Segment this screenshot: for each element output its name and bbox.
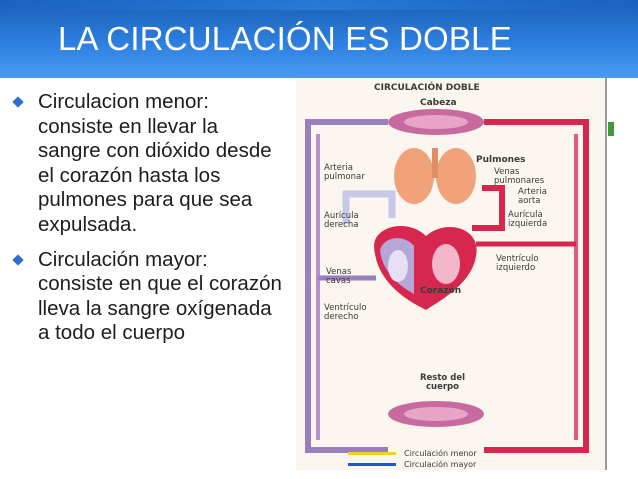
slide-header: LA CIRCULACIÓN ES DOBLE: [0, 0, 638, 78]
left-atrium-label-1: Aurícula: [508, 210, 543, 220]
slide-title: LA CIRCULACIÓN ES DOBLE: [58, 20, 512, 57]
legend-label-pulmonary: Circulación menor: [404, 448, 477, 458]
left-ventricle-label-2: izquierdo: [496, 263, 535, 273]
right-lung: [436, 148, 476, 204]
rest-of-body-label-2: cuerpo: [426, 382, 459, 392]
left-atrium-label-2: izquierda: [508, 219, 547, 229]
head-capillaries-inner: [404, 115, 468, 129]
aorta-label-2: aorta: [518, 196, 540, 206]
bullet-text: Circulacion menor: consiste en llevar la…: [38, 90, 272, 236]
figure-edge-tab: [608, 122, 614, 136]
legend-swatch-pulmonary: [348, 452, 396, 455]
right-atrium-label-2: derecha: [324, 220, 358, 230]
header-band: [0, 0, 638, 10]
vena-cava-label-1: Venas: [326, 267, 352, 277]
bullet-marker: [12, 96, 24, 108]
right-atrium-label-1: Aurícula: [324, 211, 359, 221]
pulmonary-veins-label-1: Venas: [494, 167, 520, 177]
body-capillaries-inner: [404, 407, 468, 421]
left-ventricle-label-1: Ventrículo: [496, 254, 539, 264]
right-ventricle-label-2: derecho: [324, 312, 358, 322]
pulmonary-artery-vessel: [342, 190, 396, 224]
circulation-diagram-svg: CIRCULACIÓN DOBLE Cabeza Pulmones Arteri…: [305, 81, 589, 469]
head-label: Cabeza: [420, 98, 457, 108]
aorta-label-1: Arteria: [518, 187, 547, 197]
circulation-diagram: CIRCULACIÓN DOBLE Cabeza Pulmones Arteri…: [296, 78, 606, 470]
right-ventricle-label-1: Ventrículo: [324, 303, 367, 313]
bullet-item: Circulación mayor: consiste en que el co…: [12, 247, 284, 346]
pulmonary-artery-label-2: pulmonar: [324, 172, 365, 182]
pulmonary-veins-label-2: pulmonares: [494, 176, 545, 186]
lungs-label: Pulmones: [476, 155, 526, 165]
legend-label-systemic: Circulación mayor: [404, 459, 477, 469]
right-ventricle-chamber: [388, 250, 408, 282]
legend-swatch-systemic: [348, 463, 396, 466]
bullet-text: Circulación mayor: consiste en que el co…: [38, 247, 282, 345]
heart-label: Corazón: [420, 285, 461, 296]
pulmonary-artery-label-1: Arteria: [324, 163, 353, 173]
diagram-title: CIRCULACIÓN DOBLE: [374, 81, 480, 93]
oxygenated-vessel-right: [484, 119, 589, 453]
bullet-marker: [12, 253, 24, 266]
figure-edge-line: [605, 78, 607, 470]
deoxygenated-vessel-left: [305, 119, 388, 453]
bullet-item: Circulacion menor: consiste en llevar la…: [12, 90, 284, 238]
pulmonary-vein-vessel: [472, 185, 505, 231]
trachea: [432, 148, 438, 178]
bullet-list: Circulacion menor: consiste en llevar la…: [12, 90, 284, 356]
vena-cava-label-2: cavas: [326, 276, 351, 286]
left-lung: [394, 148, 434, 204]
left-ventricle-chamber: [432, 244, 460, 284]
rest-of-body-label-1: Resto del: [420, 373, 465, 383]
